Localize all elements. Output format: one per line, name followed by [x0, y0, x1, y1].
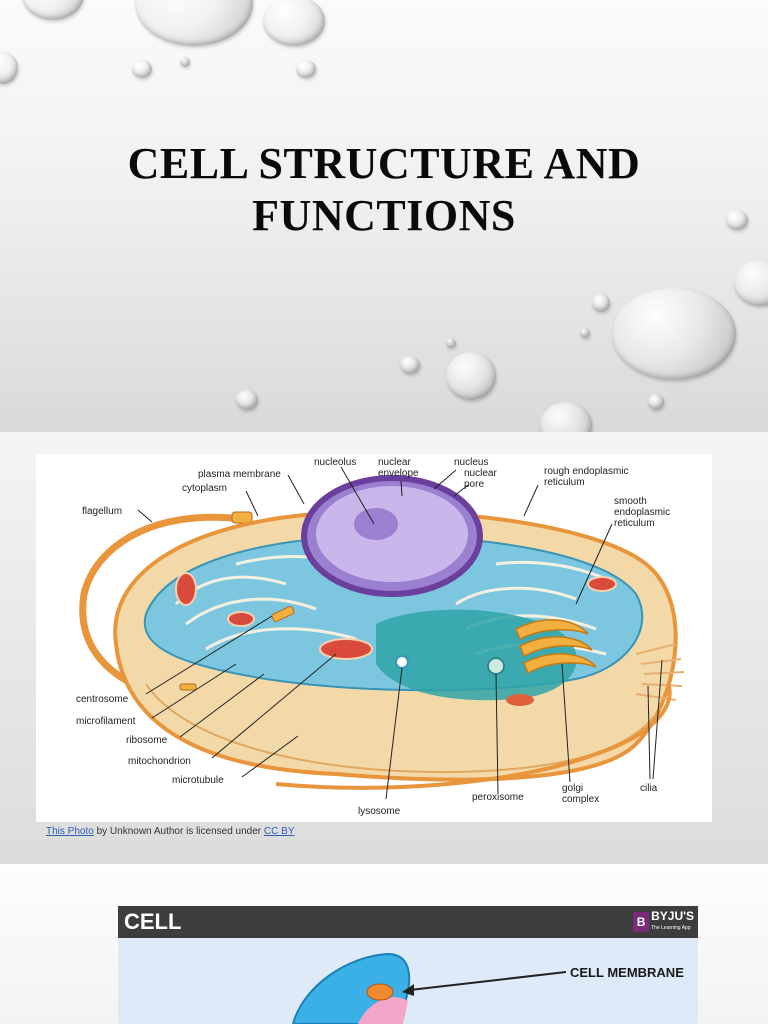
label-nucleolus: nucleolus: [314, 457, 356, 468]
label-nuclear-envelope-1: nuclear: [378, 457, 411, 468]
label-plasma-membrane: plasma membrane: [198, 469, 281, 480]
byjus-logo-mark: B: [633, 912, 650, 932]
water-drop: [446, 352, 496, 400]
label-nucleus: nucleus: [454, 457, 488, 468]
water-drop: [132, 60, 152, 78]
cell-inner-shape: [358, 997, 408, 1024]
label-nuclear-pore-1: nuclear: [464, 468, 497, 479]
nucleolus-shape: [354, 508, 398, 540]
label-nuclear-pore-2: pore: [464, 479, 484, 490]
slide-divider: [0, 864, 768, 866]
water-drop: [446, 338, 456, 348]
water-drop: [540, 402, 592, 432]
water-drop: [135, 0, 253, 46]
cell-edge-tail: [275, 683, 672, 790]
label-microtubule: microtubule: [172, 775, 224, 786]
label-peroxisome: peroxisome: [472, 792, 524, 803]
title-slide: CELL STRUCTURE AND FUNCTIONS: [0, 0, 768, 432]
mitochondrion-shape: [587, 576, 617, 592]
label-cytoplasm: cytoplasm: [182, 483, 227, 494]
lysosome-shape: [395, 655, 409, 669]
water-drop: [400, 356, 420, 374]
water-drop: [648, 394, 664, 410]
water-drop: [580, 328, 590, 338]
label-ribosome: ribosome: [126, 735, 168, 746]
membrane-pointer-arrowhead: [402, 984, 414, 996]
slide-title-line1: CELL STRUCTURE AND: [127, 139, 641, 188]
label-golgi-1: golgi: [562, 783, 583, 794]
byjus-cell-diagram: CELL B BYJU'S The Learning App CELL MEMBR…: [118, 906, 698, 1024]
label-microfilament: microfilament: [76, 716, 136, 727]
membrane-pointer: [409, 971, 567, 991]
byjus-logo-text: BYJU'S: [651, 909, 694, 923]
label-rough-er-2: reticulum: [544, 477, 585, 488]
golgi-shape: [515, 619, 597, 675]
label-cilia: cilia: [640, 783, 658, 794]
byjus-logo: B BYJU'S The Learning App: [633, 910, 694, 934]
water-drop: [612, 288, 736, 380]
byjus-logo-sub: The Learning App: [651, 925, 691, 931]
slide-title: CELL STRUCTURE AND FUNCTIONS: [0, 138, 768, 242]
license-link[interactable]: CC BY: [263, 826, 295, 837]
label-flagellum: flagellum: [82, 506, 122, 517]
water-drop: [263, 0, 325, 46]
photo-link[interactable]: This Photo: [46, 826, 94, 837]
centriole-shape: [179, 683, 197, 691]
label-golgi-2: complex: [562, 794, 599, 805]
animal-cell-illustration: nucleolus nuclear envelope nucleus nucle…: [76, 457, 685, 817]
label-mitochondrion: mitochondrion: [128, 756, 191, 767]
cell-labeled-slide: CELL B BYJU'S The Learning App CELL MEMBR…: [0, 866, 768, 1024]
water-drop: [726, 210, 748, 230]
diagram-header-bar: CELL B BYJU'S The Learning App: [118, 906, 698, 938]
water-drop: [0, 52, 18, 84]
basal-body-shape: [231, 511, 253, 524]
leader-lines: [137, 466, 663, 800]
centrosome-shape: [271, 605, 295, 623]
water-drop: [734, 260, 768, 306]
label-smooth-er-1: smooth: [614, 496, 647, 507]
cilia-shape: [635, 643, 685, 701]
label-rough-er-1: rough endoplasmic: [544, 466, 629, 477]
water-drop: [236, 390, 258, 410]
mitochondrion-shape: [175, 572, 197, 606]
organelle-shape: [366, 983, 394, 1001]
label-lysosome: lysosome: [358, 806, 401, 817]
cell-diagram: nucleolus nuclear envelope nucleus nucle…: [36, 454, 712, 822]
label-nuclear-envelope-2: envelope: [378, 468, 419, 479]
image-credit: This Photo by Unknown Author is licensed…: [46, 826, 294, 837]
cell-illustration: [291, 952, 567, 1024]
mitochondrion-shape: [227, 611, 255, 627]
slide-title-line2: FUNCTIONS: [252, 191, 516, 240]
mitochondrion-shape: [506, 694, 534, 706]
peroxisome-shape: [487, 657, 505, 675]
label-smooth-er-3: reticulum: [614, 518, 655, 529]
mitochondrion-shape: [319, 638, 373, 660]
water-drop: [592, 294, 610, 312]
flagellum-shape: [79, 513, 245, 694]
water-drop: [180, 57, 190, 67]
water-drop: [296, 60, 316, 78]
cell-diagram-slide: nucleolus nuclear envelope nucleus nucle…: [0, 432, 768, 866]
credit-text: by Unknown Author is licensed under: [93, 826, 264, 837]
water-drop: [22, 0, 84, 20]
label-cell-membrane: CELL MEMBRANE: [570, 965, 684, 980]
label-centrosome: centrosome: [76, 694, 129, 705]
diagram-header-title: CELL: [124, 909, 182, 934]
label-smooth-er-2: endoplasmic: [614, 507, 670, 518]
